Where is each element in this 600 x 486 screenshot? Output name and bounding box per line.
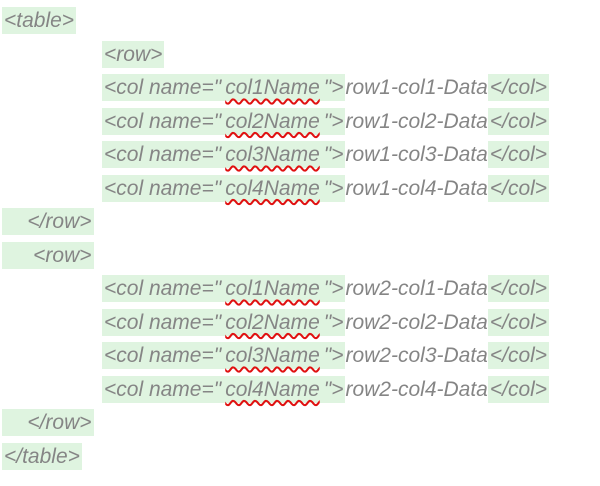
highlighted-xml-tag: "> [321,107,346,135]
misspelled-word: col2Name [223,107,322,135]
misspelled-word: col3Name [223,141,322,168]
code-line[interactable]: <col name="col1Name">row1-col1-Data</col… [2,71,600,105]
highlighted-xml-tag: "> [321,275,346,302]
highlighted-xml-tag: <col name=" [102,107,224,135]
xml-data-value: row2-col3-Data [345,344,488,367]
code-line[interactable]: <col name="col3Name">row2-col3-Data</col… [2,339,600,373]
highlighted-xml-tag: </col> [487,308,550,336]
highlighted-xml-tag: <col name=" [102,74,224,101]
highlighted-xml-tag: "> [321,308,346,336]
misspelled-word: col1Name [223,275,322,302]
highlighted-xml-tag: "> [321,342,346,369]
code-line[interactable]: <col name="col2Name">row1-col2-Data</col… [2,105,600,139]
highlighted-xml-tag: </col> [487,342,550,369]
highlighted-xml-tag: <col name=" [102,308,224,336]
highlighted-xml-tag: <row> [2,241,94,269]
code-line[interactable]: </row> [2,406,600,440]
misspelled-word: col3Name [223,342,322,369]
code-line[interactable]: <table> [2,4,600,38]
misspelled-word: col4Name [223,375,322,403]
xml-data-value: row2-col2-Data [345,310,488,334]
xml-data-value: row2-col4-Data [345,377,488,401]
highlighted-xml-tag: </col> [487,141,550,168]
highlighted-xml-tag: "> [321,74,346,101]
xml-data-value: row1-col2-Data [345,109,488,133]
misspelled-word: col2Name [223,308,322,336]
xml-data-value: row1-col3-Data [345,143,488,166]
code-line[interactable]: </table> [2,440,600,474]
highlighted-xml-tag: "> [321,141,346,168]
highlighted-xml-tag: </row> [2,409,94,436]
highlighted-xml-tag: <table> [2,7,77,34]
highlighted-xml-tag: <col name=" [102,342,224,369]
highlighted-xml-tag: "> [321,375,346,403]
highlighted-xml-tag: </col> [487,107,550,135]
highlighted-xml-tag: <col name=" [102,375,224,403]
highlighted-xml-tag: </table> [2,442,82,470]
code-line[interactable]: <col name="col2Name">row2-col2-Data</col… [2,306,600,340]
misspelled-word: col1Name [223,74,322,101]
highlighted-xml-tag: <col name=" [102,275,224,302]
xml-data-value: row2-col1-Data [345,277,488,300]
code-line[interactable]: <col name="col4Name">row1-col4-Data</col… [2,172,600,206]
code-line[interactable]: <col name="col3Name">row1-col3-Data</col… [2,138,600,172]
code-line[interactable]: <col name="col1Name">row2-col1-Data</col… [2,272,600,306]
highlighted-xml-tag: <col name=" [102,141,224,168]
xml-data-value: row1-col1-Data [345,76,488,99]
highlighted-xml-tag: </col> [487,74,550,101]
highlighted-xml-tag: "> [321,174,346,202]
code-line[interactable]: <col name="col4Name">row2-col4-Data</col… [2,373,600,407]
code-line[interactable]: <row> [2,239,600,273]
highlighted-xml-tag: </col> [487,375,550,403]
highlighted-xml-tag: </col> [487,275,550,302]
xml-data-value: row1-col4-Data [345,176,488,200]
highlighted-xml-tag: </row> [2,208,94,235]
highlighted-xml-tag: <col name=" [102,174,224,202]
highlighted-xml-tag: </col> [487,174,550,202]
highlighted-xml-tag: <row> [102,40,165,68]
code-line[interactable]: <row> [2,38,600,72]
code-line[interactable]: </row> [2,205,600,239]
xml-code-block[interactable]: <table><row><col name="col1Name">row1-co… [0,0,600,473]
misspelled-word: col4Name [223,174,322,202]
